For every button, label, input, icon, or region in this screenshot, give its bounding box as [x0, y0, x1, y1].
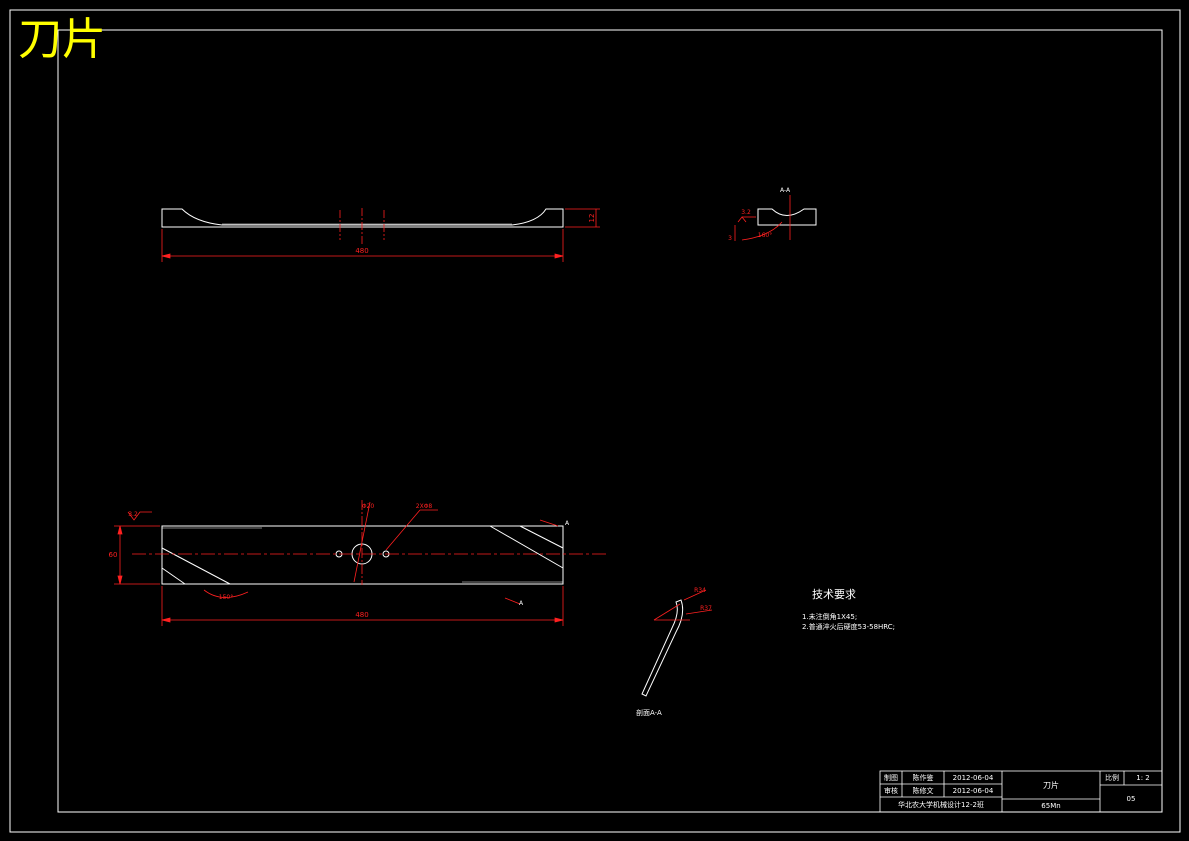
plan-view-dims — [114, 500, 608, 626]
tb-sheet-no: 05 — [1126, 795, 1136, 803]
title-block-lines — [879, 770, 1163, 813]
cut-mark-top: A — [565, 520, 570, 527]
tech-requirements-heading: 技术要求 — [812, 588, 856, 601]
drawing-title: 刀片 — [18, 14, 106, 65]
plan-roughness: 3.2 — [128, 511, 138, 518]
section-small — [757, 208, 817, 226]
top-length-dim: 480 — [355, 247, 368, 255]
top-view-dims — [161, 208, 600, 262]
tech-requirement-1: 1.未注倒角1X45; — [802, 613, 858, 621]
section-depth: 3 — [728, 235, 732, 242]
plan-height-dim: 60 — [109, 551, 118, 559]
tb-design-date: 2012-06-04 — [952, 774, 994, 782]
section-small-dims — [734, 195, 791, 241]
hole-small-dim: 2XΦ8 — [416, 503, 433, 510]
tb-scale: 1: 2 — [1136, 774, 1150, 782]
top-view — [161, 208, 564, 228]
tech-requirement-2: 2.普通淬火后硬度53-58HRC; — [802, 623, 896, 631]
radius-b-dim: R37 — [700, 605, 712, 612]
plan-angle-dim: 150° — [219, 594, 233, 601]
tb-scale-label: 比例 — [1105, 774, 1119, 782]
outer-border — [9, 9, 1181, 833]
tb-reviewer: 陈修文 — [912, 787, 934, 795]
tb-school: 华北农大学机械设计12-2班 — [898, 801, 984, 809]
tb-designer: 陈作鉴 — [912, 774, 934, 782]
tb-design-label: 制图 — [884, 774, 898, 782]
section-view-dims — [653, 589, 713, 621]
cut-mark-bottom: A — [519, 600, 524, 607]
plan-view — [161, 525, 564, 585]
hole-dia-dim: Φ20 — [362, 503, 375, 510]
tb-material: 65Mn — [1041, 802, 1061, 810]
section-roughness: 3.2 — [741, 209, 751, 216]
tb-part-name: 刀片 — [1043, 781, 1059, 790]
inner-border — [57, 29, 1163, 813]
plan-length-dim: 480 — [355, 611, 368, 619]
section-view-label: 剖面A-A — [636, 709, 662, 717]
tb-review-label: 审核 — [884, 787, 898, 795]
section-angle: 160° — [758, 232, 772, 239]
tb-review-date: 2012-06-04 — [952, 787, 994, 795]
section-label: A-A — [780, 187, 791, 194]
radius-a-dim: R34 — [694, 587, 706, 594]
section-view — [641, 599, 684, 697]
top-height-dim: 12 — [588, 214, 596, 223]
